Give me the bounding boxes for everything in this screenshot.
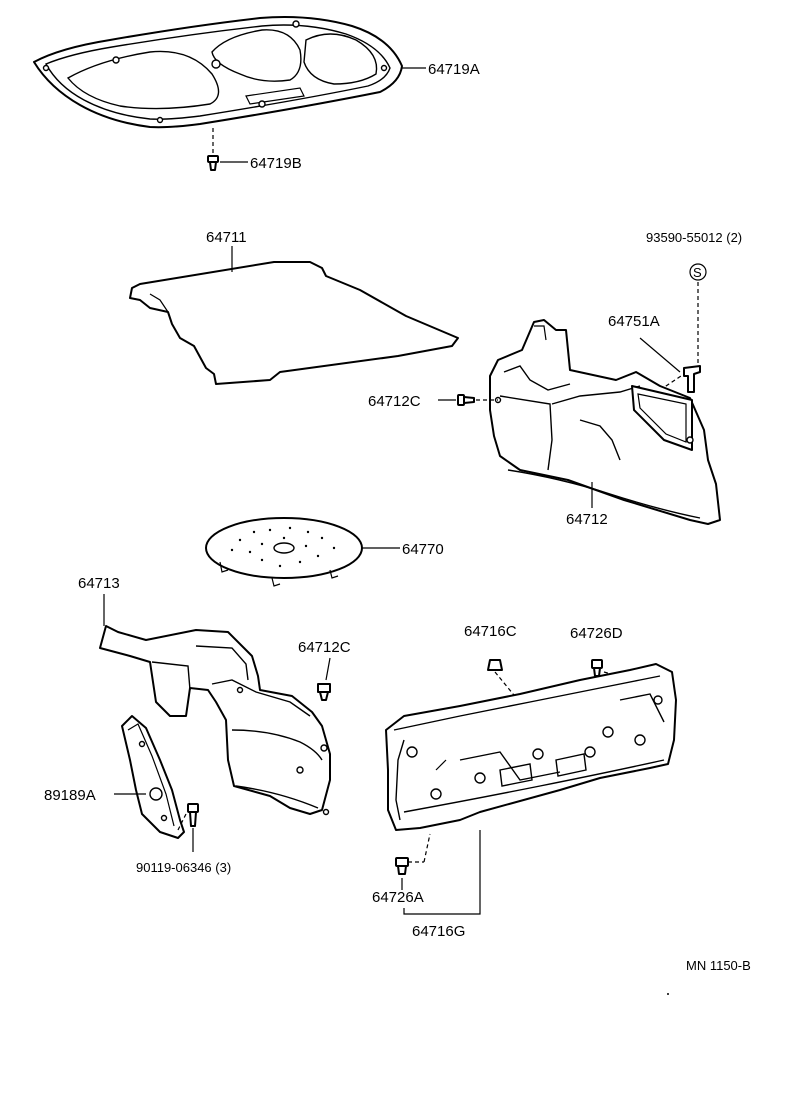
plate-part — [121, 715, 185, 839]
side-trim-right-part — [489, 319, 721, 525]
bracket-label: 64751A — [608, 313, 660, 330]
plate-label: 89189A — [44, 787, 96, 804]
panel-clip-top-part — [487, 659, 503, 671]
screw-right-part — [457, 394, 475, 406]
screw-left-label: 64712C — [298, 639, 351, 656]
panel-clip-top-label: 64716C — [464, 623, 517, 640]
spare-cover-part — [205, 517, 363, 587]
hood-clip-label: 64719B — [250, 155, 302, 172]
bracket-part — [683, 365, 701, 393]
spare-cover-perforations — [230, 526, 336, 568]
panel-clip-right-label: 64726D — [570, 625, 623, 642]
s-mark-symbol: S — [693, 265, 702, 280]
plate-screw-guide — [177, 813, 187, 831]
screw-left-leader — [325, 657, 331, 681]
panel-clip-right-part — [591, 659, 603, 677]
back-panel-trim-leader — [403, 830, 481, 915]
screw-right-label: 64712C — [368, 393, 421, 410]
spare-cover-label: 64770 — [402, 541, 444, 558]
floor-mat-part — [129, 261, 459, 385]
plate-screw-label: 90119-06346 (3) — [136, 860, 231, 875]
s-mark-circle — [689, 263, 707, 281]
stray-dot — [667, 993, 669, 995]
hood-insulator-label: 64719A — [428, 61, 480, 78]
sheet-code: MN 1150-B — [686, 958, 751, 973]
panel-clip-bottom-part — [395, 857, 409, 875]
back-panel-trim-part — [385, 663, 677, 831]
hood-clip-part — [207, 155, 219, 171]
floor-mat-label: 64711 — [206, 229, 247, 246]
screw-left-part — [317, 683, 331, 701]
bracket-leader — [639, 337, 681, 373]
plate-screw-part — [187, 803, 199, 827]
hood-insulator-part — [33, 16, 403, 129]
bracket-guide — [659, 373, 685, 391]
back-panel-trim-label: 64716G — [412, 923, 465, 940]
panel-clip-bottom-guide-2 — [423, 833, 431, 863]
side-trim-left-label: 64713 — [78, 575, 120, 592]
side-trim-left-part — [99, 625, 331, 816]
side-trim-right-label: 64712 — [566, 511, 608, 528]
bolt-s-label: 93590-55012 (2) — [646, 230, 742, 245]
panel-clip-bottom-label: 64726A — [372, 889, 424, 906]
